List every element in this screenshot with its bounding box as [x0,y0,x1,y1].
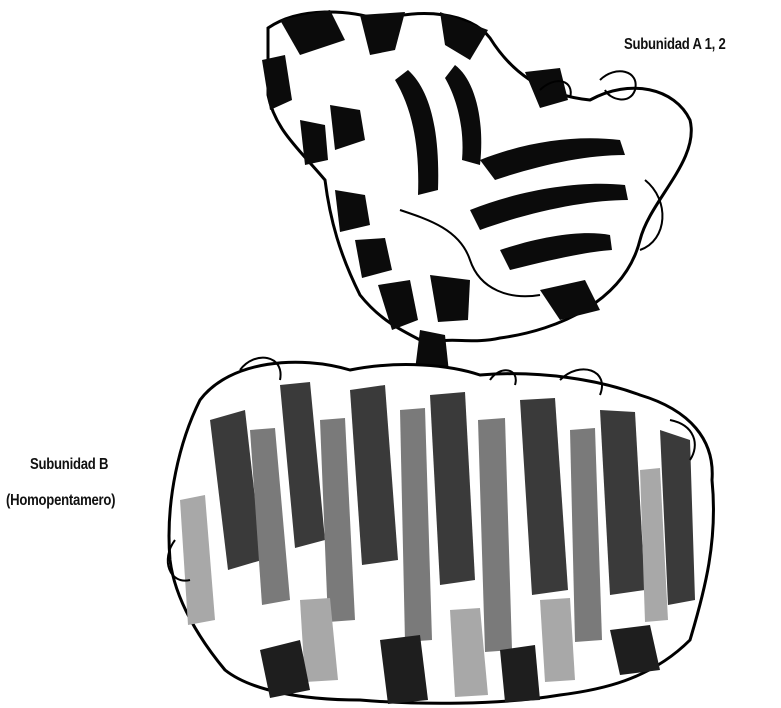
subunit-a-body [268,12,691,345]
subunit-b-structure [168,358,714,704]
subunit-b-sublabel: (Homopentamero) [6,492,115,510]
subunit-a-strand [335,190,370,232]
subunit-b-strand [500,645,540,702]
subunit-b-strand [540,598,575,682]
subunit-a-label: Subunidad A 1, 2 [624,36,726,54]
subunit-a-structure [262,10,691,410]
subunit-b-strand [380,635,428,704]
subunit-b-label: Subunidad B [30,456,108,474]
